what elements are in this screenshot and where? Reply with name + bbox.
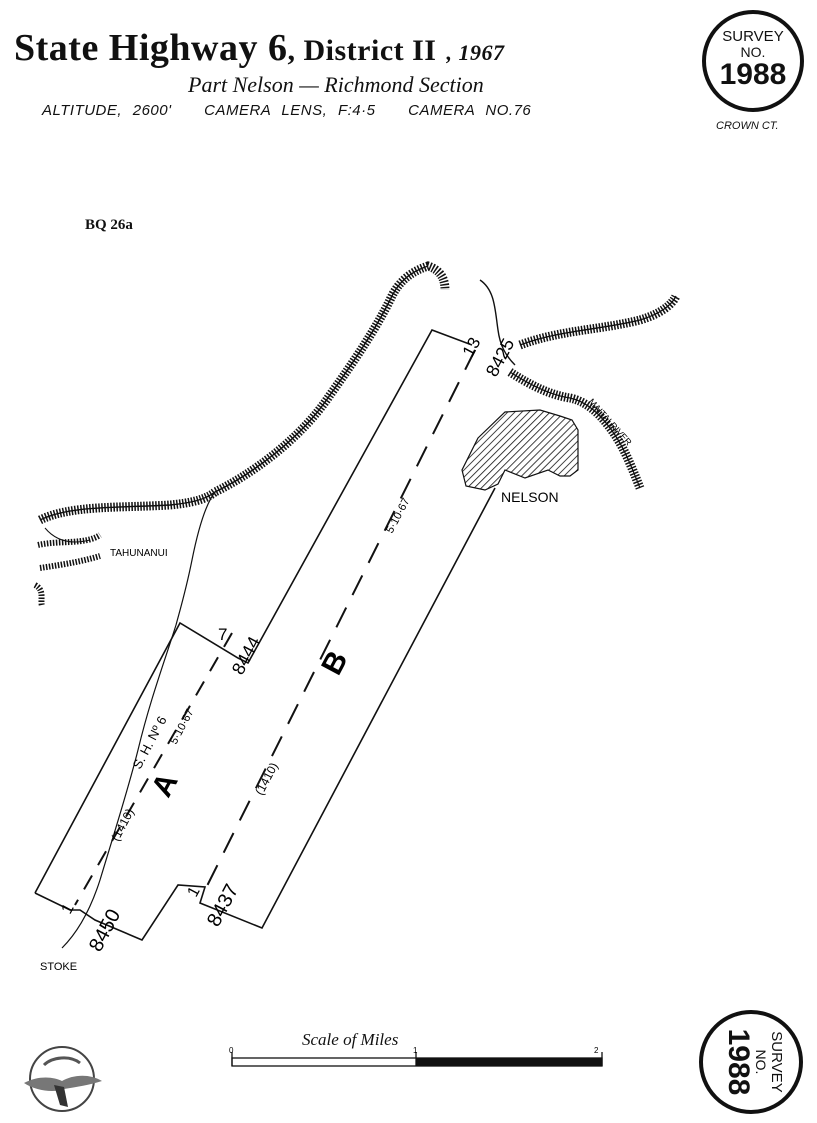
scale-tick-2: 2 bbox=[594, 1046, 599, 1055]
title-year: , 1967 bbox=[446, 40, 505, 65]
run-b-label: B bbox=[315, 646, 354, 681]
coastline bbox=[33, 261, 681, 626]
run-a-date: 5·10·67 bbox=[168, 707, 196, 746]
scale-of-miles-label: Scale of Miles bbox=[302, 1030, 399, 1049]
stamp-no-label: NO. bbox=[753, 1049, 769, 1075]
survey-number-stamp: SURVEY NO. 1988 bbox=[699, 1010, 803, 1114]
scale-tick-0: 0 bbox=[229, 1046, 234, 1055]
run-a-boundary bbox=[34, 329, 496, 941]
stamp-number: 1988 bbox=[722, 1028, 755, 1096]
altitude-text: ALTITUDE, 2600' bbox=[42, 102, 172, 119]
run-b-flight-line bbox=[204, 349, 476, 891]
highway-road bbox=[61, 624, 177, 949]
run-a-scale: (1410) bbox=[108, 806, 137, 843]
run-b-date: 5·10·67 bbox=[384, 496, 412, 535]
run-a-label: A bbox=[145, 768, 184, 803]
title-highway: State Highway 6 bbox=[14, 27, 288, 69]
map-title: State Highway 6, District II , 1967 bbox=[14, 26, 504, 70]
badge-no-label: NO. bbox=[740, 44, 766, 60]
camera-text: CAMERA NO.76 bbox=[408, 102, 532, 119]
title-district: , District II bbox=[287, 34, 437, 67]
aerial-mapping-logo bbox=[24, 1046, 102, 1112]
reference-code: BQ 26a bbox=[85, 217, 133, 233]
scale-tick-1: 1 bbox=[413, 1046, 418, 1055]
badge-number: 1988 bbox=[719, 58, 787, 91]
run-b-frame-end: 13 bbox=[459, 334, 485, 360]
highway-label: S. H. Nº 6 bbox=[129, 714, 169, 772]
nelson-label: NELSON bbox=[501, 489, 559, 505]
crown-copyright: CROWN CT. bbox=[716, 120, 779, 132]
run-b-start-photo: 8437 bbox=[203, 881, 243, 931]
lens-text: CAMERA LENS, F:4·5 bbox=[204, 102, 376, 119]
nelson-town-area bbox=[461, 409, 579, 491]
tahunanui-label: TAHUNANUI bbox=[110, 548, 168, 559]
map-subtitle: Part Nelson — Richmond Section bbox=[188, 72, 484, 97]
maitai-river bbox=[507, 368, 645, 490]
run-a-frame-end: 7 bbox=[218, 625, 227, 644]
scale-bar bbox=[231, 1052, 603, 1067]
run-a-flight-line bbox=[74, 632, 233, 906]
maitai-river-label: MAITAI RIVER bbox=[587, 397, 634, 448]
stamp-survey-label: SURVEY bbox=[768, 1031, 785, 1093]
run-b-scale: (1410) bbox=[252, 760, 281, 797]
badge-survey-label: SURVEY bbox=[722, 28, 784, 45]
stoke-label: STOKE bbox=[40, 961, 77, 973]
flight-specs: ALTITUDE, 2600' CAMERA LENS, F:4·5 CAMER… bbox=[42, 102, 553, 119]
survey-number-badge: SURVEY NO. 1988 bbox=[702, 10, 804, 112]
